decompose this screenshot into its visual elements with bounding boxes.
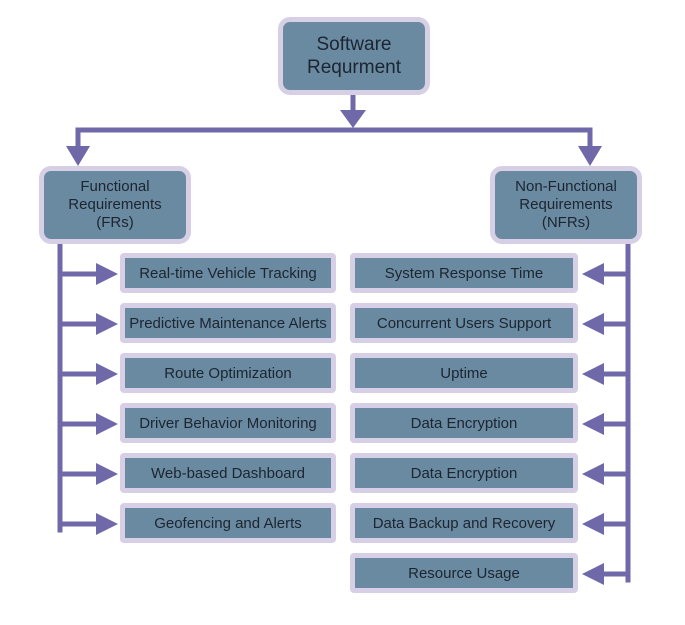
- functional-label: Functional Requirements (FRs): [68, 178, 162, 231]
- non-functional-item-label: Uptime: [440, 364, 488, 382]
- non-functional-item: Concurrent Users Support: [350, 303, 578, 343]
- root-arrowhead: [340, 110, 366, 128]
- functional-item-label: Geofencing and Alerts: [154, 514, 302, 532]
- root-node: Software Requrment: [278, 17, 430, 95]
- non-functional-item-label: Data Encryption: [410, 464, 518, 482]
- branch-arrowhead: [582, 463, 604, 485]
- non-functional-item-label: System Response Time: [384, 264, 544, 282]
- functional-requirements-node: Functional Requirements (FRs): [39, 166, 191, 244]
- non-functional-item: Uptime: [350, 353, 578, 393]
- branch-arrowhead: [96, 313, 118, 335]
- functional-item-label: Route Optimization: [164, 364, 292, 382]
- branch-arrowhead: [582, 413, 604, 435]
- functional-item-label: Real-time Vehicle Tracking: [139, 264, 317, 282]
- functional-item: Predictive Maintenance Alerts: [120, 303, 336, 343]
- functional-item-label: Predictive Maintenance Alerts: [129, 314, 327, 332]
- functional-item-label: Web-based Dashboard: [151, 464, 305, 482]
- functional-item: Driver Behavior Monitoring: [120, 403, 336, 443]
- non-functional-requirements-node: Non-Functional Requirements (NFRs): [490, 166, 642, 244]
- non-functional-item-label: Resource Usage: [408, 564, 520, 582]
- non-functional-item: Resource Usage: [350, 553, 578, 593]
- branch-arrowhead: [96, 363, 118, 385]
- non-functional-label: Non-Functional Requirements (NFRs): [515, 178, 617, 231]
- non-functional-item: System Response Time: [350, 253, 578, 293]
- non-functional-item-label: Data Encryption: [410, 414, 518, 432]
- branch-arrowhead: [96, 463, 118, 485]
- functional-item: Real-time Vehicle Tracking: [120, 253, 336, 293]
- functional-item-label: Driver Behavior Monitoring: [139, 414, 317, 432]
- branch-arrowhead: [582, 513, 604, 535]
- branch-arrowhead: [96, 413, 118, 435]
- functional-item: Web-based Dashboard: [120, 453, 336, 493]
- branch-arrowhead: [96, 263, 118, 285]
- non-functional-item-label: Concurrent Users Support: [376, 314, 552, 332]
- non-functional-arrowhead: [578, 146, 602, 166]
- branch-arrowhead: [582, 313, 604, 335]
- branch-arrowhead: [582, 363, 604, 385]
- functional-item: Geofencing and Alerts: [120, 503, 336, 543]
- root-label: Software Requrment: [307, 34, 401, 78]
- branch-arrowhead: [96, 513, 118, 535]
- non-functional-item: Data Backup and Recovery: [350, 503, 578, 543]
- branch-arrowhead: [582, 563, 604, 585]
- functional-arrowhead: [66, 146, 90, 166]
- non-functional-item: Data Encryption: [350, 453, 578, 493]
- non-functional-item-label: Data Backup and Recovery: [372, 514, 556, 532]
- branch-arrowhead: [582, 263, 604, 285]
- functional-item: Route Optimization: [120, 353, 336, 393]
- non-functional-item: Data Encryption: [350, 403, 578, 443]
